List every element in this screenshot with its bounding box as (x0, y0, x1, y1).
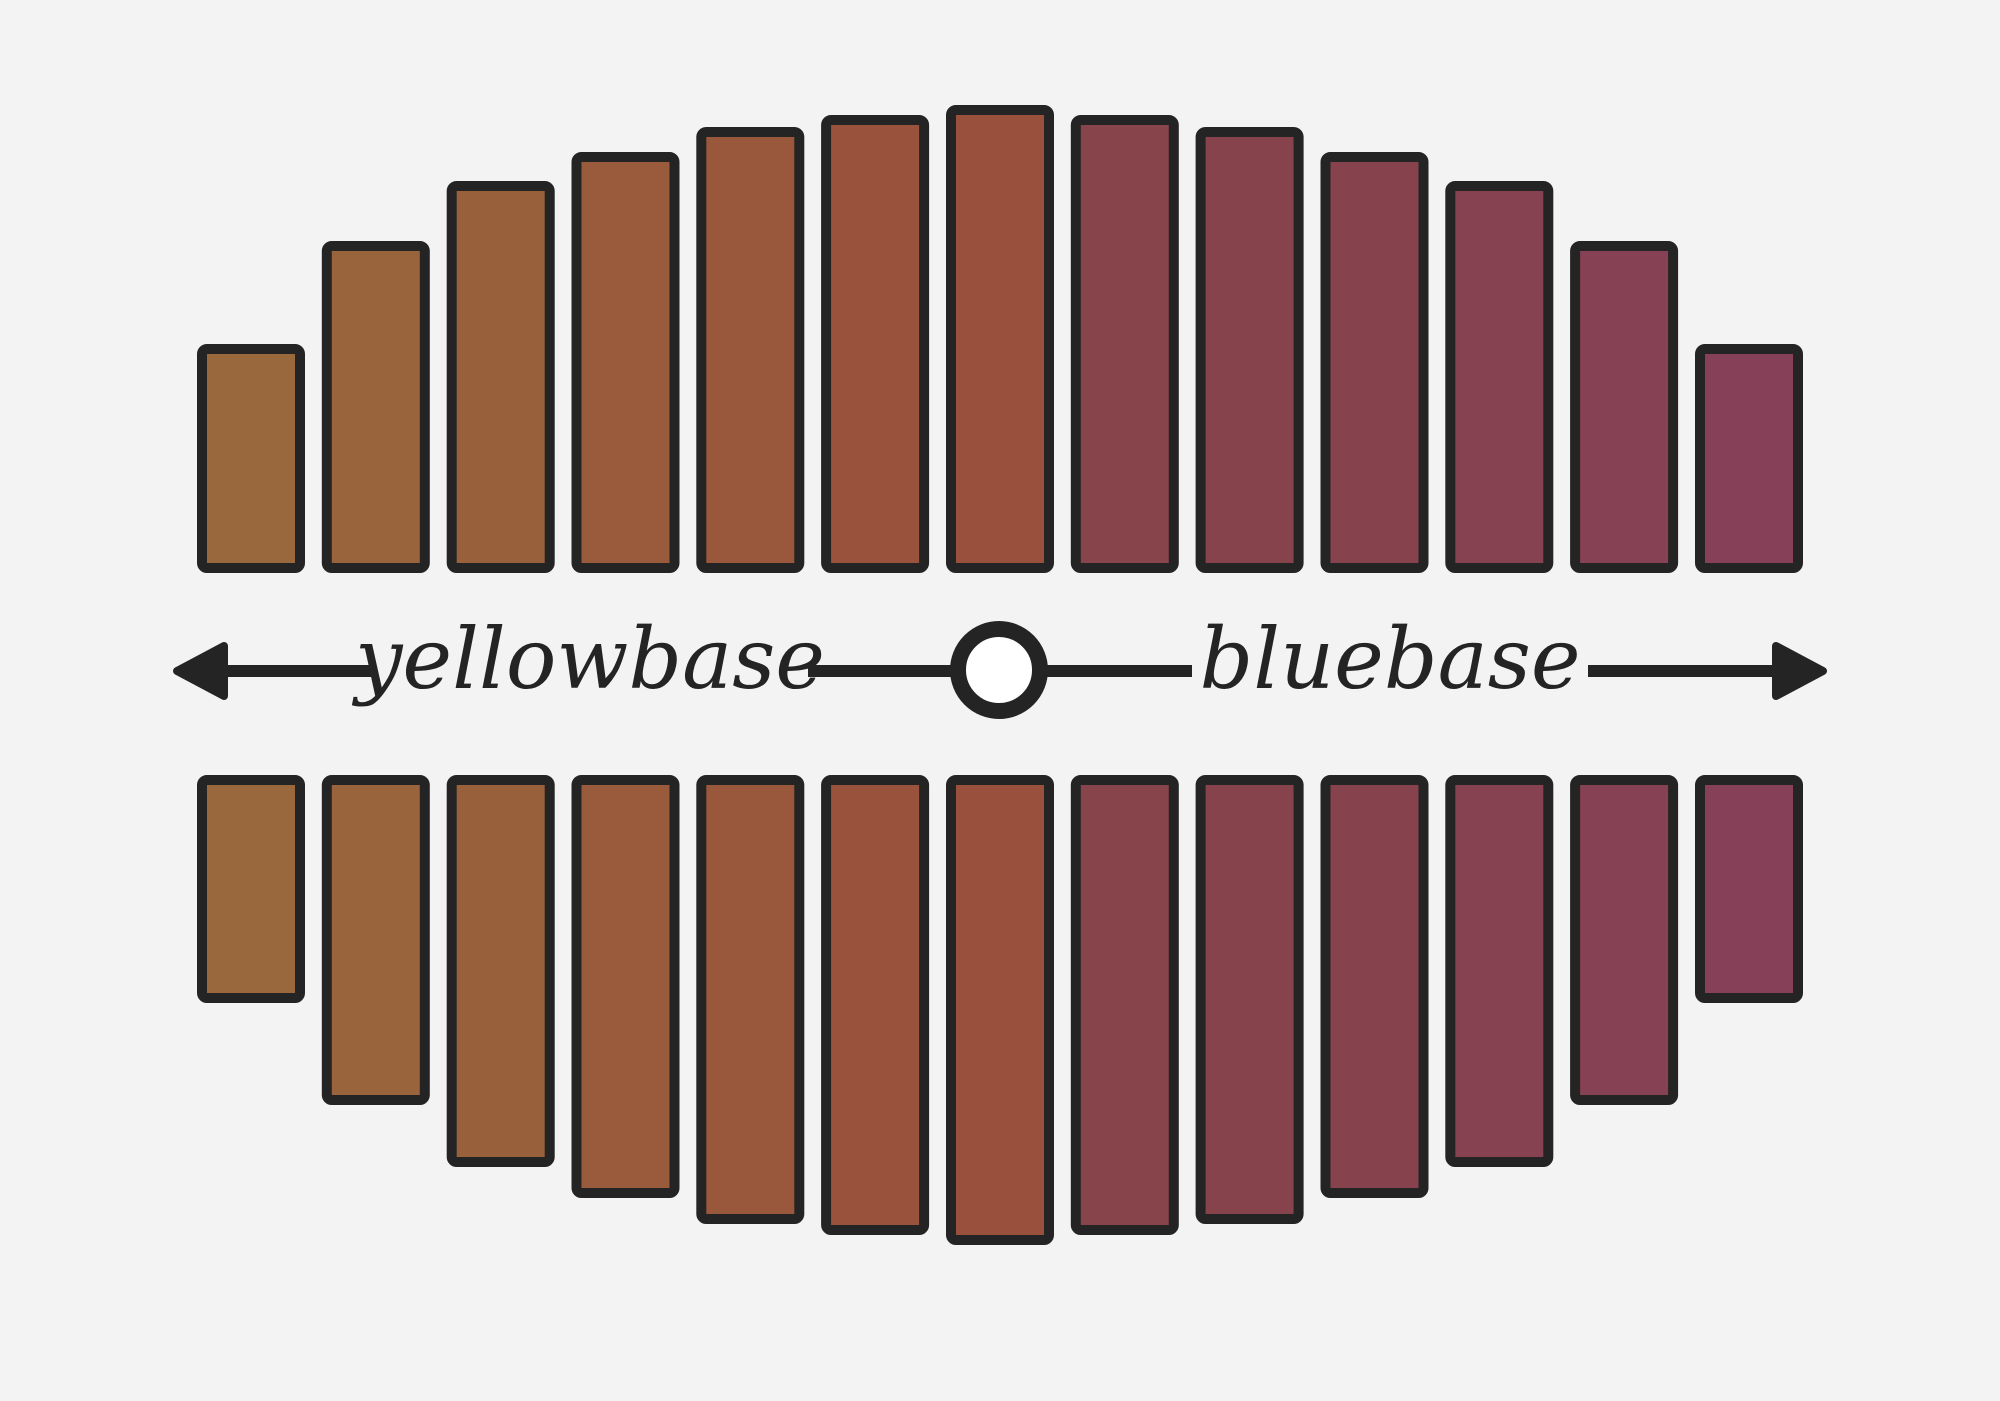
bottom-swatch-10 (1320, 775, 1429, 1198)
top-swatch-11 (1445, 181, 1554, 573)
top-swatch-4 (571, 152, 680, 573)
top-swatch-7 (946, 105, 1054, 573)
top-swatch-6 (821, 115, 930, 573)
top-swatch-2 (321, 241, 430, 573)
bottom-swatch-12 (1570, 775, 1679, 1105)
top-swatch-5 (696, 127, 805, 573)
bottom-swatch-row (197, 775, 1803, 1245)
bottom-swatch-4 (571, 775, 680, 1198)
top-swatch-13 (1695, 344, 1803, 573)
bottom-swatch-2 (321, 775, 430, 1105)
arrow-right-icon (1772, 642, 1827, 700)
arrow-left-icon (173, 642, 228, 700)
top-swatch-9 (1195, 127, 1304, 573)
yellowbase-label: yellowbase (351, 610, 825, 708)
bottom-swatch-9 (1195, 775, 1304, 1224)
top-swatch-1 (197, 344, 305, 573)
bottom-swatch-11 (1445, 775, 1554, 1167)
bottom-swatch-5 (696, 775, 805, 1224)
circle-marker-icon (950, 621, 1048, 719)
top-swatch-10 (1320, 152, 1429, 573)
top-swatch-12 (1570, 241, 1679, 573)
bottom-swatch-13 (1695, 775, 1803, 1003)
bluebase-label: bluebase (1199, 610, 1580, 708)
bottom-swatch-3 (446, 775, 555, 1167)
scale-axis: yellowbase bluebase (173, 610, 1827, 719)
top-swatch-3 (446, 181, 555, 573)
bottom-swatch-6 (821, 775, 930, 1235)
bottom-swatch-7 (946, 775, 1054, 1245)
top-swatch-row (197, 105, 1803, 573)
bottom-swatch-1 (197, 775, 305, 1003)
top-swatch-8 (1070, 115, 1179, 573)
bottom-swatch-8 (1070, 775, 1179, 1235)
